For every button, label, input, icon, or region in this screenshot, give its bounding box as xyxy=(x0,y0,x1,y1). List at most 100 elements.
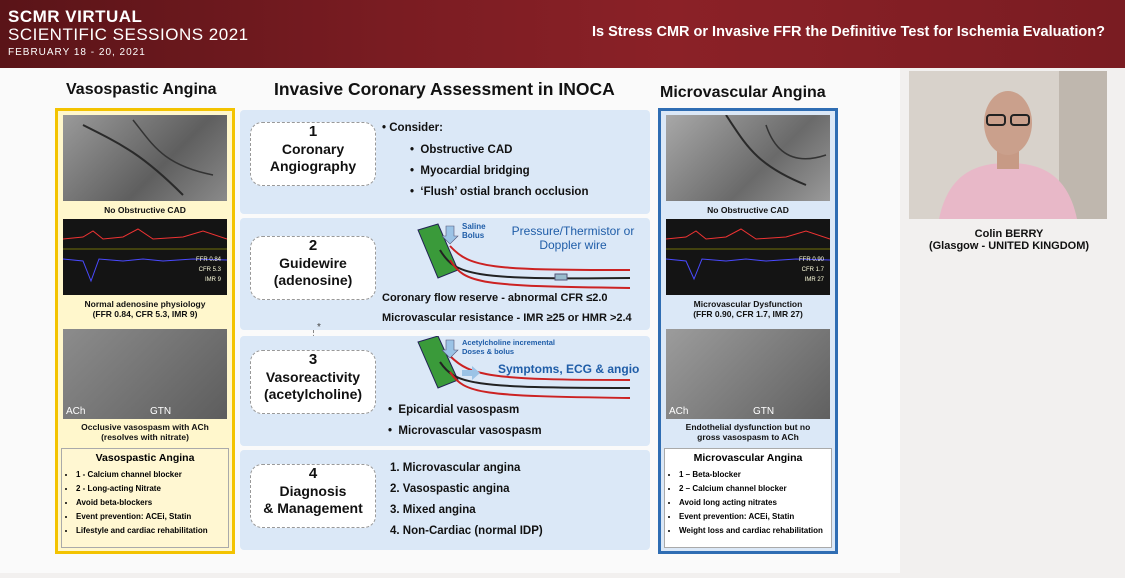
step-line1: Vasoreactivity xyxy=(265,369,361,385)
vasoreactivity-list: • Epicardial vasospasm • Microvascular v… xyxy=(388,400,542,442)
left-caption-3a: Occlusive vasospasm with ACh xyxy=(81,422,209,432)
session-title: Is Stress CMR or Invasive FFR the Defini… xyxy=(591,24,1105,40)
list-item: Lifestyle and cardiac rehabilitation xyxy=(76,524,228,538)
imr-value: IMR 9 xyxy=(204,277,221,283)
step-3-label: 3 Vasoreactivity (acetylcholine) xyxy=(250,350,376,414)
left-caption-2b: (FFR 0.84, CFR 5.3, IMR 9) xyxy=(92,309,198,319)
list-item: 2 – Calcium channel blocker xyxy=(679,482,831,496)
list-item: 4. Non-Cardiac (normal IDP) xyxy=(390,525,543,537)
ach-dose-label: Acetylcholine incremental Doses & bolus xyxy=(462,338,555,356)
microvascular-treatment-list: 1 – Beta-blocker 2 – Calcium channel blo… xyxy=(665,468,831,538)
list-item: 2. Vasospastic angina xyxy=(390,483,510,495)
consider-text: Consider: xyxy=(389,122,443,134)
presentation-slide: Vasospastic Angina Invasive Coronary Ass… xyxy=(0,68,900,573)
symptoms-label: Symptoms, ECG & angio xyxy=(498,362,640,376)
imr-threshold: Microvascular resistance - IMR ≥25 or HM… xyxy=(382,312,632,324)
vessel-lines xyxy=(82,119,214,196)
list-item: 2 - Long-acting Nitrate xyxy=(76,482,228,496)
speaker-info: Colin BERRY (Glasgow - UNITED KINGDOM) xyxy=(909,228,1109,252)
ach-line2: Doses & bolus xyxy=(462,347,515,356)
gtn-label: GTN xyxy=(753,406,775,417)
vasospastic-panel: No Obstructive CAD FFR 0.84 CFR 5.3 IMR … xyxy=(55,108,235,554)
microvascular-panel: No Obstructive CAD FFR 0.90 CFR 1.7 IMR … xyxy=(658,108,838,554)
left-caption-1: No Obstructive CAD xyxy=(104,205,186,215)
vessel-lines xyxy=(725,115,827,186)
ffr-value: FFR 0.90 xyxy=(798,257,824,263)
step-line2: (acetylcholine) xyxy=(263,386,363,402)
center-title: Invasive Coronary Assessment in INOCA xyxy=(274,79,615,99)
wire-line2: Doppler wire xyxy=(539,238,607,252)
ecg-waveform xyxy=(666,228,830,281)
consider-label: • Consider: xyxy=(382,122,443,134)
cfr-threshold: Coronary flow reserve - abnormal CFR ≤2.… xyxy=(382,292,608,304)
saline-text: Saline xyxy=(462,222,486,231)
step-4-panel: 4 Diagnosis & Management 1. Microvascula… xyxy=(240,450,650,550)
logo-line1: SCMR VIRTUAL xyxy=(8,7,143,26)
list-item: Avoid long acting nitrates xyxy=(679,496,831,510)
left-column-title: Vasospastic Angina xyxy=(66,81,217,98)
microvascular-treatment-box: Microvascular Angina 1 – Beta-blocker 2 … xyxy=(664,448,832,548)
step-line1: Coronary xyxy=(281,141,345,157)
ach-gtn-angiogram: ACh GTN xyxy=(666,329,830,419)
ecg-trace-image: FFR 0.90 CFR 1.7 IMR 27 xyxy=(666,219,830,295)
session-banner: SCMR VIRTUAL SCIENTIFIC SESSIONS 2021 FE… xyxy=(0,0,1125,68)
right-caption-2a: Microvascular Dysfunction xyxy=(693,299,803,309)
consider-list: • Obstructive CAD • Myocardial bridging … xyxy=(410,140,588,203)
ecg-waveform xyxy=(63,228,227,283)
diagnosis-list: 1. Microvascular angina 2. Vasospastic a… xyxy=(390,458,543,542)
angiogram-image xyxy=(666,115,830,201)
list-item: • ‘Flush’ ostial branch occlusion xyxy=(410,186,589,198)
list-item: 1 - Calcium channel blocker xyxy=(76,468,228,482)
list-item: 1 – Beta-blocker xyxy=(679,468,831,482)
list-item: 1. Microvascular angina xyxy=(390,462,521,474)
speaker-name: Colin BERRY xyxy=(974,228,1044,240)
cfr-value: CFR 5.3 xyxy=(198,267,221,273)
step-line1: Guidewire xyxy=(279,255,347,271)
microvascular-box-title: Microvascular Angina xyxy=(693,452,803,464)
ach-label: ACh xyxy=(669,406,689,417)
list-item: Event prevention: ACEi, Statin xyxy=(76,510,228,524)
step-line2: Angiography xyxy=(269,158,357,174)
right-caption-3b: gross vasospasm to ACh xyxy=(697,432,799,442)
angiogram-image xyxy=(63,115,227,201)
step-line1: Diagnosis xyxy=(279,483,347,499)
asterisk-note: * xyxy=(317,322,321,333)
right-caption-1: No Obstructive CAD xyxy=(707,205,789,215)
ach-line1: Acetylcholine incremental xyxy=(462,338,555,347)
list-item: • Myocardial bridging xyxy=(410,165,530,177)
acetylcholine-diagram xyxy=(417,336,631,399)
list-item: 3. Mixed angina xyxy=(390,504,476,516)
step-1-label: 1 Coronary Angiography xyxy=(250,122,376,186)
speaker-video xyxy=(909,71,1107,219)
speaker-affiliation: (Glasgow - UNITED KINGDOM) xyxy=(928,240,1090,252)
right-column-title: Microvascular Angina xyxy=(660,84,826,101)
saline-bolus-label: Saline Bolus xyxy=(462,222,486,240)
vasospastic-treatment-list: 1 - Calcium channel blocker 2 - Long-act… xyxy=(62,468,228,538)
step-line2: (adenosine) xyxy=(273,272,353,288)
step-3-panel: 3 Vasoreactivity (acetylcholine) Acetylc… xyxy=(240,336,650,446)
speaker-avatar xyxy=(909,71,1107,219)
step-number: 4 xyxy=(308,465,318,482)
list-item: • Obstructive CAD xyxy=(410,144,513,156)
list-item: Avoid beta-blockers xyxy=(76,496,228,510)
ecg-trace-image: FFR 0.84 CFR 5.3 IMR 9 xyxy=(63,219,227,295)
vasospastic-treatment-box: Vasospastic Angina 1 - Calcium channel b… xyxy=(61,448,229,548)
step-number: 1 xyxy=(308,123,318,140)
ffr-value: FFR 0.84 xyxy=(195,257,221,263)
step-1-panel: 1 Coronary Angiography • Consider: • Obs… xyxy=(240,110,650,214)
left-caption-2a: Normal adenosine physiology xyxy=(84,299,206,309)
step-number: 2 xyxy=(308,237,318,254)
wire-label: Pressure/Thermistor or Doppler wire xyxy=(498,224,648,252)
bolus-text: Bolus xyxy=(462,231,485,240)
list-item: Event prevention: ACEi, Statin xyxy=(679,510,831,524)
step-2-label: 2 Guidewire (adenosine) xyxy=(250,236,376,300)
vasospastic-box-title: Vasospastic Angina xyxy=(95,452,195,464)
ach-label: ACh xyxy=(66,406,86,417)
guidewire-diagram xyxy=(417,223,631,289)
scmr-logo: SCMR VIRTUAL SCIENTIFIC SESSIONS 2021 FE… xyxy=(8,7,249,59)
cfr-value: CFR 1.7 xyxy=(801,267,824,273)
guidewire-findings: Coronary flow reserve - abnormal CFR ≤2.… xyxy=(382,288,632,328)
imr-value: IMR 27 xyxy=(804,277,824,283)
step-4-label: 4 Diagnosis & Management xyxy=(250,464,376,528)
list-item: • Epicardial vasospasm xyxy=(388,404,520,416)
